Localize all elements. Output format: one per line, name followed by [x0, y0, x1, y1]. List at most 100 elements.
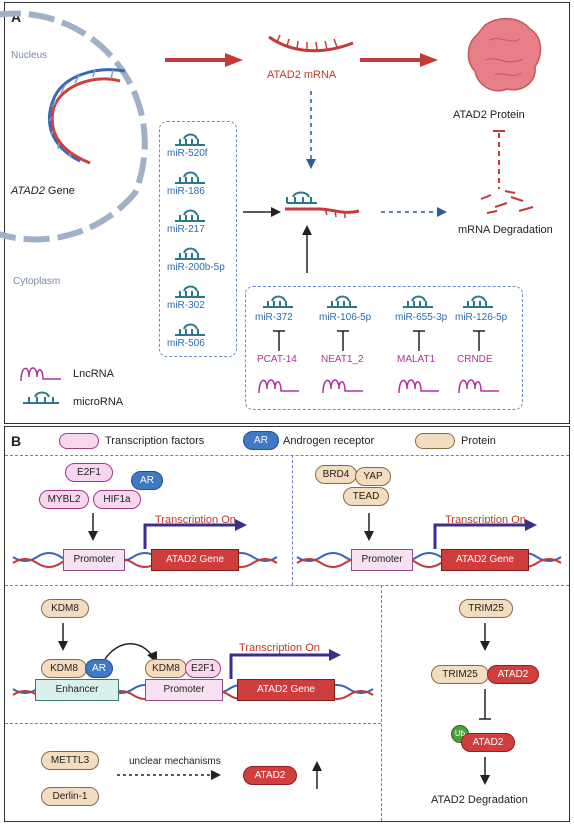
- legend-protein-swatch: [415, 433, 455, 449]
- degraded-mrna-icon: [480, 190, 534, 214]
- promoter-ml: Promoter: [145, 679, 223, 701]
- lncrna-label: PCAT-14: [257, 354, 297, 365]
- legend-ar: Androgen receptor: [283, 435, 375, 447]
- divider-mid: [5, 585, 569, 586]
- mrna-icon: [268, 34, 354, 53]
- mrna-label: ATAD2 mRNA: [267, 69, 337, 81]
- nucleus-membrane: [0, 10, 148, 243]
- protein-yap: YAP: [355, 467, 391, 486]
- mirna-icon: [175, 171, 205, 184]
- mrna-to-complex-arrow: [306, 91, 316, 169]
- tf-e2f1-promoter: E2F1: [185, 659, 221, 678]
- sponge-to-complex-arrow: [302, 225, 312, 273]
- legend-microrna: microRNA: [73, 396, 124, 408]
- transcription-arrow: [165, 53, 243, 67]
- protein-mettl3: METTL3: [41, 751, 99, 770]
- kdm8-arrow-down: [58, 623, 68, 651]
- enhancer-box: Enhancer: [35, 679, 119, 701]
- transcription-arrow-ml: [229, 649, 341, 679]
- mirna-icon: [175, 209, 205, 222]
- divider-bottom-left: [5, 723, 381, 724]
- sponge-inhibit-line: [413, 330, 425, 351]
- sponge-mirna-label: miR-655-3p: [395, 312, 448, 323]
- gene-ml: ATAD2 Gene: [237, 679, 335, 701]
- transcription-on-ml: Transcription On: [239, 642, 320, 654]
- sponge-inhibit-line: [273, 330, 285, 351]
- sponge-mirna-label: miR-106-5p: [319, 312, 372, 323]
- mirna-label: miR-217: [167, 224, 205, 235]
- lncrna-label: MALAT1: [397, 354, 436, 365]
- sponge-mirna-icon: [463, 295, 493, 308]
- legend-tf-swatch: [59, 433, 99, 449]
- lncrna-icon: [258, 379, 299, 394]
- lncrna-label: NEAT1_2: [321, 354, 364, 365]
- cytoplasm-label: Cytoplasm: [13, 276, 61, 287]
- promoter-tr: Promoter: [351, 549, 413, 571]
- sponge-inhibit-line: [473, 330, 485, 351]
- promoter-tl: Promoter: [63, 549, 125, 571]
- sponge-mirna-icon: [327, 295, 357, 308]
- gene-label: ATAD2 Gene: [11, 186, 75, 197]
- mirna-icon: [175, 285, 205, 298]
- ar-enhancer: AR: [85, 659, 113, 678]
- lncrna-label: CRNDE: [457, 354, 493, 365]
- dna-strand-tl: [12, 552, 278, 568]
- sponge-mirna-label: miR-126-5p: [455, 312, 508, 323]
- protein-kdm8-enhancer: KDM8: [41, 659, 87, 678]
- lncrna-sponge-box: [245, 286, 523, 410]
- unclear-mechanisms-arrow: [117, 770, 221, 780]
- translation-arrow: [360, 53, 438, 67]
- protein-trim25-top: TRIM25: [459, 599, 513, 618]
- sponge-mirna-label: miR-372: [255, 312, 293, 323]
- dna-helix-icon: [47, 68, 126, 165]
- transcription-arrow-tl: [143, 519, 247, 549]
- tf-hif1a: HIF1a: [93, 490, 141, 509]
- tf-e2f1: E2F1: [65, 463, 113, 482]
- protein-kdm8-promoter: KDM8: [145, 659, 187, 678]
- divider-top: [5, 455, 569, 456]
- mirna-mrna-complex-icon: [285, 191, 360, 218]
- lncrna-legend-icon: [20, 367, 61, 382]
- sponge-inhibit-line: [337, 330, 349, 351]
- microrna-legend-icon: [23, 391, 59, 404]
- tf-mybl2: MYBL2: [39, 490, 89, 509]
- mirna-label: miR-200b-5p: [167, 262, 225, 273]
- mirna-icon: [175, 247, 205, 260]
- protein-derlin1: Derlin-1: [41, 787, 99, 806]
- divider-right-vertical: [381, 585, 382, 821]
- mirna-icon: [175, 133, 205, 146]
- panel-b: B Transcription factors AR Androgen rece…: [4, 426, 570, 822]
- ubiquitin-label: Ub: [454, 729, 466, 738]
- protein-label: ATAD2 Protein: [453, 109, 525, 121]
- panel-a-label: A: [11, 9, 22, 25]
- trim25-arrow-down: [480, 623, 490, 651]
- protein-kdm8-top: KDM8: [41, 599, 89, 618]
- degradation-label: mRNA Degradation: [458, 224, 553, 236]
- complex-to-degradation-arrow: [381, 207, 447, 217]
- lncrna-icon: [398, 379, 439, 394]
- transcription-on-tl: Transcription On: [155, 514, 236, 526]
- protein-tead: TEAD: [343, 487, 389, 506]
- protein-inhibit-line: [493, 130, 505, 189]
- mirna-icon: [175, 323, 205, 336]
- gene-tr: ATAD2 Gene: [441, 549, 529, 571]
- unclear-mechanisms-label: unclear mechanisms: [129, 756, 221, 767]
- legend-protein: Protein: [461, 435, 496, 447]
- gene-name: ATAD2: [11, 185, 45, 197]
- mirna-list-box: [159, 121, 237, 357]
- transcription-arrow-tr: [433, 519, 537, 549]
- panel-b-label: B: [11, 433, 22, 449]
- panel-a: A Nucleus ATAD2 Gene Cytoplasm ATAD2 mRN…: [0, 2, 570, 424]
- lncrna-icon: [458, 379, 499, 394]
- gene-suffix: Gene: [47, 185, 75, 197]
- mirna-label: miR-302: [167, 300, 205, 311]
- legend-ar-swatch: AR: [243, 431, 279, 450]
- legend-tf: Transcription factors: [105, 435, 205, 447]
- nucleus-label: Nucleus: [11, 50, 48, 61]
- protein-icon: [467, 17, 542, 92]
- lncrna-icon: [322, 379, 363, 394]
- upregulation-arrow: [312, 761, 322, 789]
- mirna-label: miR-186: [167, 186, 205, 197]
- gene-tl: ATAD2 Gene: [151, 549, 239, 571]
- inhibition-arrow: [479, 689, 491, 720]
